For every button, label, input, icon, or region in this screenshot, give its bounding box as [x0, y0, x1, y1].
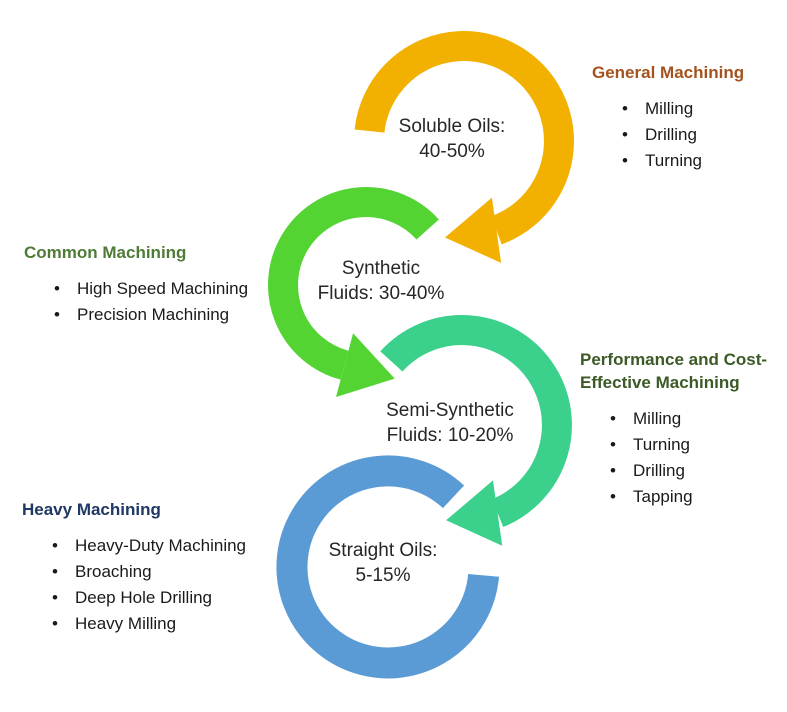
callout-common-machining-list: •High Speed Machining •Precision Machini…	[24, 276, 248, 328]
bullet-icon: •	[622, 151, 628, 170]
synthetic-ring-arrow	[268, 187, 439, 397]
synthetic-fluids-label-line2: Fluids: 30-40%	[317, 283, 445, 304]
callout-heavy-machining-title: Heavy Machining	[22, 500, 161, 519]
callout-general-machining-title: General Machining	[592, 63, 745, 82]
callout-performance-machining-list: •Milling •Turning •Drilling •Tapping	[580, 406, 767, 510]
arrowhead-icon	[336, 333, 395, 397]
callout-item: •Drilling	[610, 458, 767, 484]
callout-item: •Heavy Milling	[52, 611, 246, 637]
soluble-oils-label-line1: Soluble Oils:	[398, 116, 506, 137]
soluble-oils-label-line2: 40-50%	[419, 141, 485, 162]
semi-synthetic-fluids-label-line1: Semi-Synthetic	[386, 400, 514, 421]
bullet-icon: •	[52, 588, 58, 607]
callout-item: •Milling	[622, 96, 744, 122]
bullet-icon: •	[52, 536, 58, 555]
callout-item: •Turning	[622, 148, 744, 174]
bullet-icon: •	[610, 435, 616, 454]
bullet-icon: •	[622, 99, 628, 118]
callout-item: •Precision Machining	[54, 302, 248, 328]
straight-oils-label-line2: 5-15%	[355, 565, 411, 586]
callout-item: •Deep Hole Drilling	[52, 585, 246, 611]
semi-synthetic-ring-arrow	[380, 315, 572, 546]
soluble-oils-ring-arrow	[354, 31, 574, 263]
bullet-icon: •	[610, 461, 616, 480]
callout-performance-machining: Performance and Cost- Effective Machinin…	[580, 348, 767, 510]
straight-oils-label-line1: Straight Oils:	[328, 540, 438, 561]
bullet-icon: •	[52, 614, 58, 633]
straight-oils-ring-arrow	[276, 455, 500, 679]
soluble-oils-label: Soluble Oils: 40-50%	[399, 114, 506, 164]
bullet-icon: •	[54, 279, 60, 298]
callout-item: •High Speed Machining	[54, 276, 248, 302]
callout-general-machining-list: •Milling •Drilling •Turning	[592, 96, 744, 174]
bullet-icon: •	[610, 409, 616, 428]
callout-item: •Turning	[610, 432, 767, 458]
callout-performance-machining-title-line2: Effective Machining	[580, 373, 740, 392]
callout-item: •Drilling	[622, 122, 744, 148]
semi-synthetic-fluids-label-line2: Fluids: 10-20%	[386, 425, 514, 446]
straight-oils-label: Straight Oils: 5-15%	[329, 538, 438, 588]
callout-heavy-machining-list: •Heavy-Duty Machining •Broaching •Deep H…	[22, 533, 246, 637]
callout-item: •Broaching	[52, 559, 246, 585]
bullet-icon: •	[54, 305, 60, 324]
callout-common-machining-title: Common Machining	[24, 243, 187, 262]
arrowhead-icon	[445, 197, 502, 263]
synthetic-fluids-label: Synthetic Fluids: 30-40%	[318, 256, 445, 306]
synthetic-fluids-label-line1: Synthetic	[341, 258, 421, 279]
semi-synthetic-fluids-label: Semi-Synthetic Fluids: 10-20%	[386, 398, 514, 448]
callout-heavy-machining: Heavy Machining •Heavy-Duty Machining •B…	[22, 498, 246, 637]
bullet-icon: •	[622, 125, 628, 144]
callout-common-machining: Common Machining •High Speed Machining •…	[24, 241, 248, 328]
callout-item: •Heavy-Duty Machining	[52, 533, 246, 559]
callout-general-machining: General Machining •Milling •Drilling •Tu…	[592, 61, 744, 174]
bullet-icon: •	[610, 487, 616, 506]
callout-item: •Tapping	[610, 484, 767, 510]
callout-performance-machining-title-line1: Performance and Cost-	[580, 350, 768, 369]
callout-item: •Milling	[610, 406, 767, 432]
arrowhead-icon	[446, 480, 503, 546]
bullet-icon: •	[52, 562, 58, 581]
